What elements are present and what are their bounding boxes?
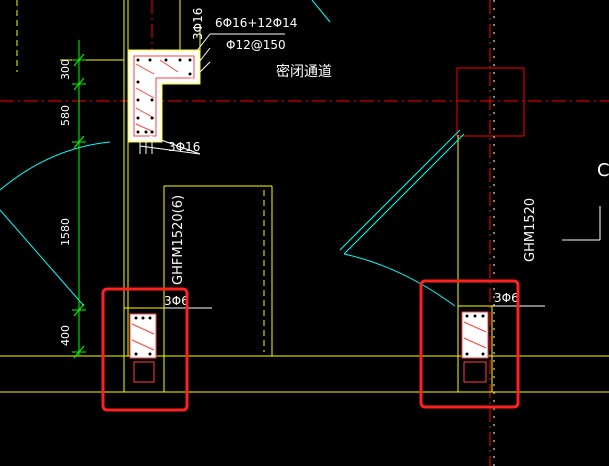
highlights	[101, 279, 520, 412]
highlight-box-right	[419, 279, 520, 409]
rebar-label-mid: 3Φ16	[168, 140, 200, 154]
door-arc-right	[343, 253, 456, 307]
leaders	[134, 0, 545, 466]
dimension-400: 400	[59, 325, 72, 346]
rebar-label-top-side: 3Φ16	[191, 8, 205, 40]
column-bottom-right	[457, 305, 493, 393]
door-label-left: GHFM1520(6)	[171, 195, 186, 285]
rebar-label-bottom-right: 3Φ6	[494, 291, 519, 305]
dimension-580: 580	[59, 105, 72, 126]
highlight-box-left	[101, 287, 189, 412]
door-leaf-left	[0, 209, 85, 307]
corridor-label: 密闭通道	[276, 63, 332, 80]
dimension-300: 300	[59, 59, 72, 80]
door-swings	[0, 0, 465, 307]
column-outline-right	[456, 67, 525, 137]
door-label-right: GHM1520	[523, 198, 538, 262]
rebar-label-top-main: 6Φ16+12Φ14	[215, 16, 297, 30]
dimension-1580: 1580	[59, 218, 72, 246]
door-jambs	[16, 0, 265, 352]
column-bottom-left	[123, 307, 165, 393]
door-arc-left	[0, 141, 111, 191]
dimension-chain	[72, 40, 86, 359]
door-leaf-right	[343, 133, 465, 255]
rebar-label-bottom-left: 3Φ6	[164, 294, 189, 308]
column-top	[127, 49, 201, 143]
edge-letter: C	[597, 160, 609, 181]
rebar-label-top-stirrup: Φ12@150	[226, 38, 286, 52]
